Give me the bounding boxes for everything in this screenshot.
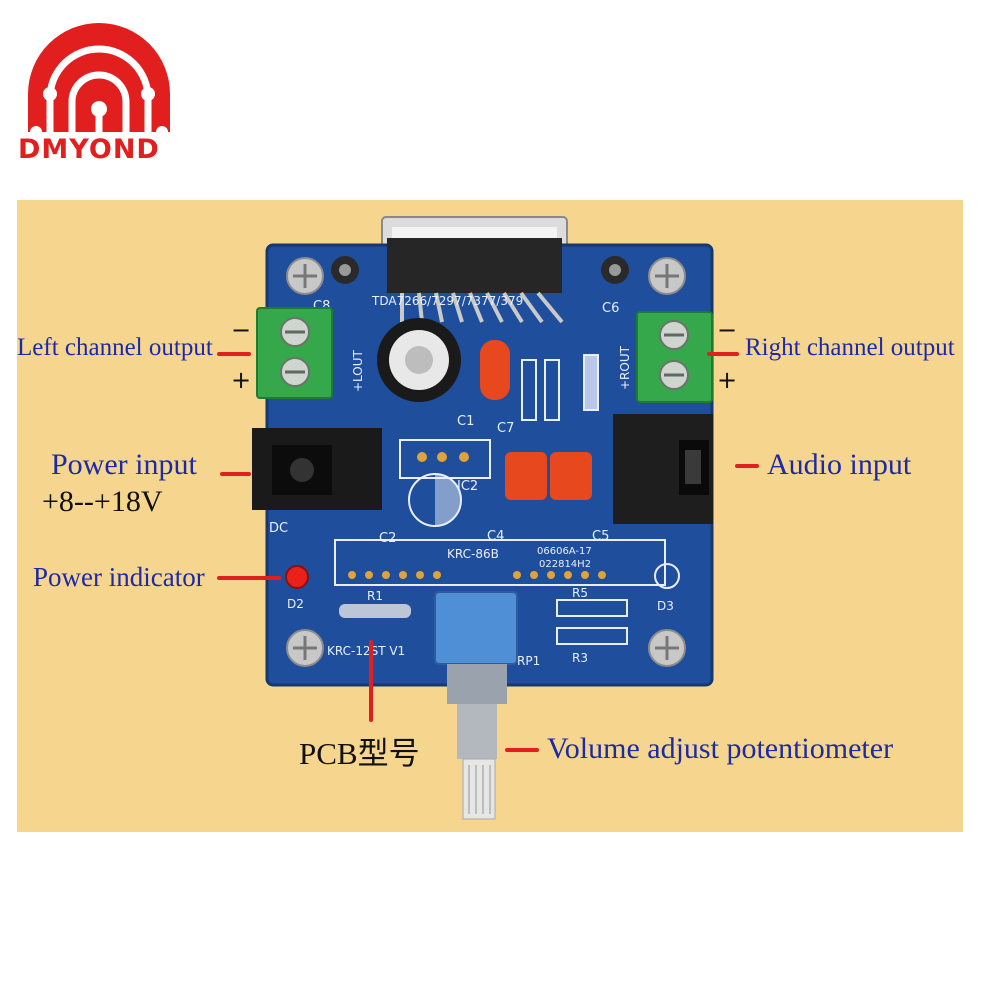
volume-potentiometer: [434, 591, 518, 820]
silk-ic2: IC2: [457, 479, 478, 494]
screw-top-left: [286, 257, 324, 295]
silk-dc: DC: [269, 521, 288, 536]
silk-rout: +ROUT: [618, 345, 632, 390]
silk-board-date: 022814H2: [539, 559, 591, 570]
capacitor-film: [480, 340, 510, 400]
volume-adjust-label: Volume adjust potentiometer: [547, 732, 894, 765]
power-voltage-label: +8--+18V: [42, 485, 163, 518]
silk-c2: C2: [379, 531, 396, 546]
right-channel-output-label: Right channel output: [745, 334, 955, 361]
silk-d2: D2: [287, 597, 304, 611]
capacitor-c1: [377, 318, 461, 402]
amplifier-chip: [387, 238, 562, 293]
silk-d3: D3: [657, 599, 674, 613]
left-plus-sign: +: [231, 366, 252, 394]
silk-r1: R1: [367, 589, 383, 603]
silk-board-code: 06606A-17: [537, 546, 592, 557]
silk-board-model: KRC-86B: [447, 547, 499, 561]
resistor-r1: [339, 604, 411, 618]
silk-r3: R3: [572, 651, 588, 665]
screw-bottom-left: [286, 629, 324, 667]
silk-c7: C7: [497, 421, 514, 436]
power-led: [285, 565, 309, 589]
silk-rp1: RP1: [517, 654, 540, 668]
power-input-label: Power input: [51, 448, 197, 481]
silk-c1: C1: [457, 414, 474, 429]
audio-input-jack: [613, 414, 713, 524]
annotation-arrows: [217, 352, 759, 752]
silk-c4: C4: [487, 529, 504, 544]
dc-power-jack: [252, 428, 382, 510]
d3-footprint: [654, 563, 680, 589]
pcb-model-label: PCB型号: [299, 736, 420, 771]
silk-lout: +LOUT: [351, 349, 365, 392]
audio-input-label: Audio input: [767, 448, 912, 481]
left-channel-output-label: Left channel output: [17, 334, 213, 361]
power-indicator-label: Power indicator: [33, 562, 205, 592]
silk-r5: R5: [572, 586, 588, 600]
left-output-terminal: [256, 307, 333, 399]
silk-c6: C6: [602, 301, 619, 316]
capacitor-c4: [505, 452, 547, 500]
screw-bottom-right: [648, 629, 686, 667]
capacitor-c5: [550, 452, 592, 500]
silk-krc: KRC-12ST V1: [327, 644, 405, 658]
silk-c5: C5: [592, 529, 609, 544]
circuit-arch-icon: [14, 23, 184, 144]
chip-silkscreen: TDA7266/7297/7377/379: [371, 294, 523, 308]
screw-top-right: [648, 257, 686, 295]
brand-name: DMYOND: [18, 134, 160, 165]
amplifier-board-illustration: TDA7266/7297/7377/379 C8 C6 +LOUT +ROUT: [217, 216, 759, 820]
brand-logo: [14, 14, 184, 179]
right-output-terminal: [636, 311, 713, 403]
left-minus-sign: −: [231, 316, 252, 344]
product-photo-panel: TDA7266/7297/7377/379 C8 C6 +LOUT +ROUT: [17, 200, 963, 832]
right-minus-sign: −: [717, 316, 738, 344]
right-plus-sign: +: [717, 366, 738, 394]
